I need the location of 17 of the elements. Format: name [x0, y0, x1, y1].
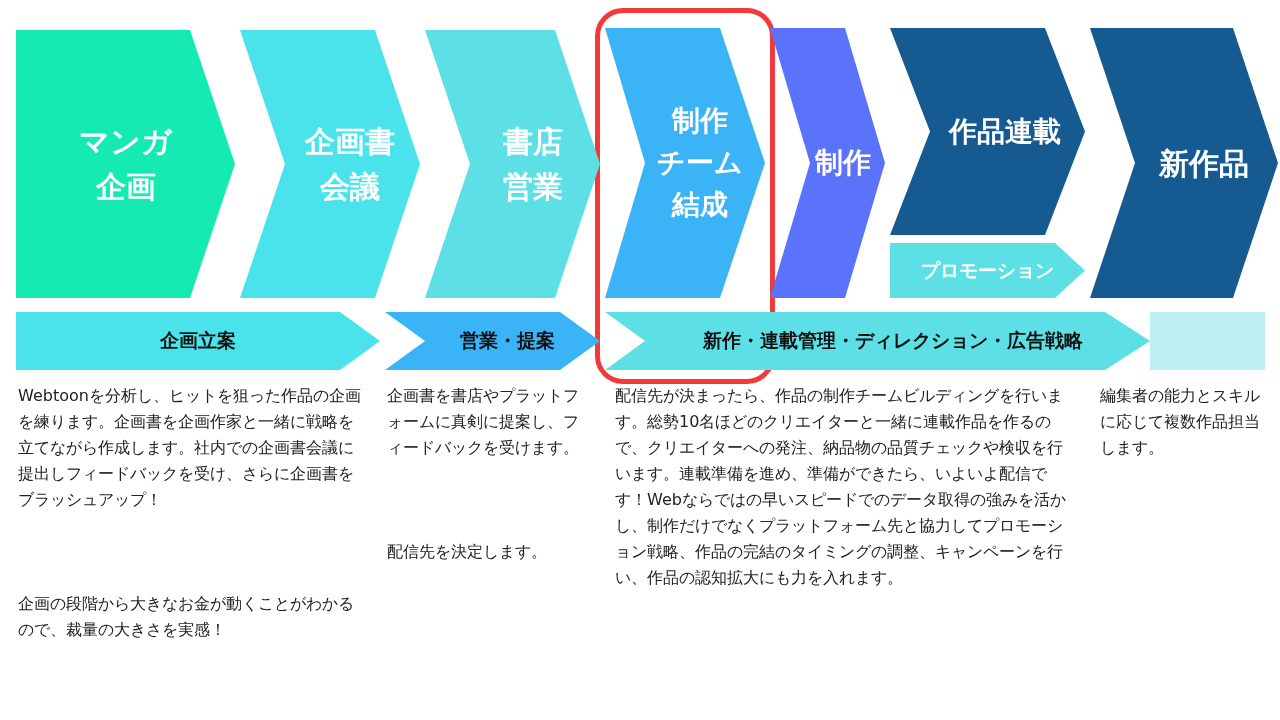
process-step: マンガ企画	[16, 30, 235, 298]
process-step: 制作	[770, 28, 885, 298]
process-step: プロモーション	[890, 243, 1085, 298]
description-text: 企画書を書店やプラットフォームに真剣に提案し、フィードバックを受けます。	[387, 385, 580, 459]
process-step: 企画書会議	[240, 30, 420, 298]
process-step: 書店営業	[425, 30, 600, 298]
description-text: 配信先を決定します。	[387, 541, 548, 563]
process-step: 作品連載	[890, 28, 1085, 235]
phase-banner: 企画立案	[16, 312, 380, 370]
phase-banner: 新作・連載管理・ディレクション・広告戦略	[605, 312, 1150, 370]
description-text: Webtoonを分析し、ヒットを狙った作品の企画を練ります。企画書を企画作家と一緒に戦略を立てながら作成します。社内での企画書会議に提出しフィードバックを受け、さらに企画書をブラッシュアップ！	[18, 385, 362, 511]
description-text: 企画の段階から大きなお金が動くことがわかるので、裁量の大きさを実感！	[18, 593, 355, 641]
process-step: 制作チーム結成	[605, 28, 765, 298]
description-text: 配信先が決まったら、作品の制作チームビルディングを行います。総勢10名ほどのクリエイターと一緒に連載作品を作るので、クリエイターへの発注、納品物の品質チェックや検収を行います。連載準備を進め、準備ができたら、いよいよ配信です！Webならではの早いスピードでのデータ取得の強みを活かし、制作だけでなくプラットフォーム先と協力してプロモーション戦略、作品の完結のタイミングの調整、キャンペーンを行い、作品の認知拡大にも力を入れます。	[615, 385, 1067, 589]
phase-banner: 営業・提案	[385, 312, 600, 370]
description-text: 編集者の能力とスキルに応じて複数作品担当します。	[1100, 385, 1260, 459]
process-step: 新作品	[1090, 28, 1278, 298]
